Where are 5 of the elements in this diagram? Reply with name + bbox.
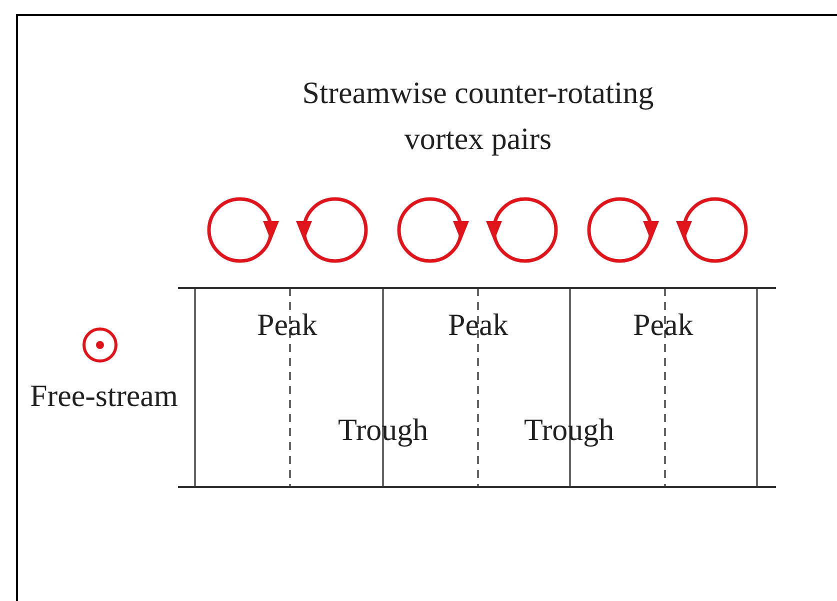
free-stream-label: Free-stream	[30, 377, 178, 414]
peak-label: Peak	[448, 306, 508, 344]
diagram-heading: Streamwise counter-rotating vortex pairs	[301, 74, 655, 158]
peak-label: Peak	[257, 306, 318, 344]
peak-label: Peak	[633, 306, 694, 344]
